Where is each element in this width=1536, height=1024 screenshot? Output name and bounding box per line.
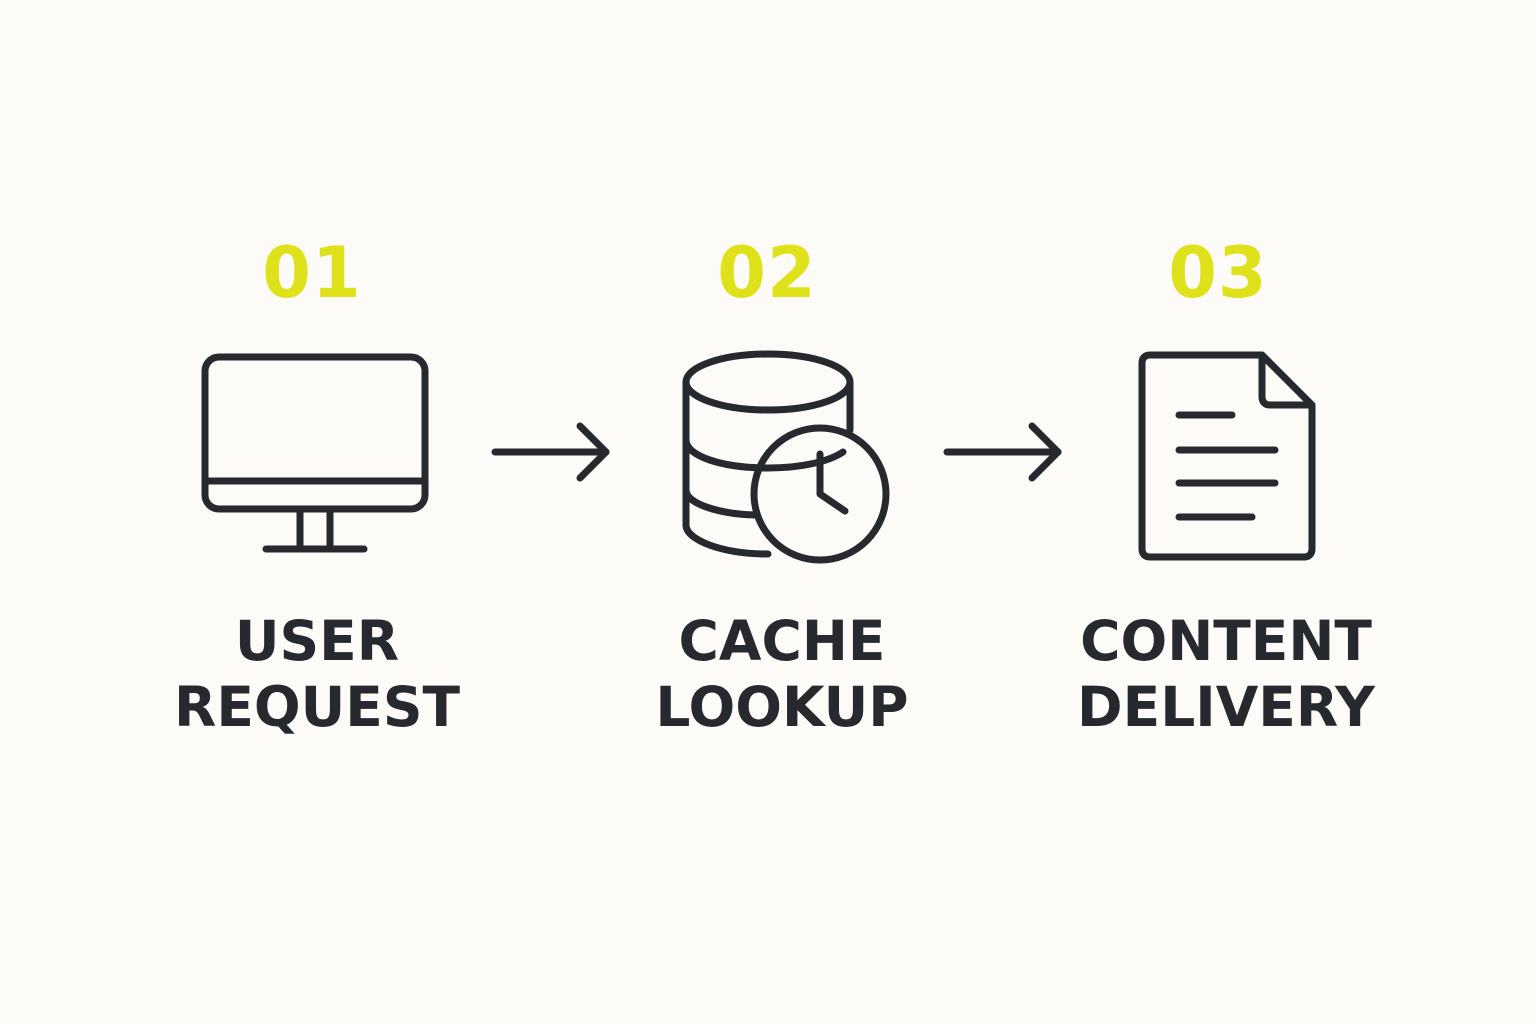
step-label-1-line2: REQUEST: [173, 675, 461, 739]
arrow-right-icon: [943, 422, 1062, 482]
step-label-2-line2: LOOKUP: [655, 675, 909, 739]
document-icon: [1138, 351, 1316, 561]
step-label-1: USER REQUEST: [137, 608, 497, 740]
step-number-1: 01: [262, 232, 362, 314]
arrow-right-icon: [491, 422, 610, 482]
step-label-2-line1: CACHE: [678, 609, 886, 673]
step-label-3-line1: CONTENT: [1080, 609, 1372, 673]
step-label-2: CACHE LOOKUP: [602, 608, 962, 740]
step-label-3-line2: DELIVERY: [1076, 675, 1376, 739]
step-label-1-line1: USER: [234, 609, 400, 673]
step-label-3: CONTENT DELIVERY: [1046, 608, 1406, 740]
step-number-3: 03: [1168, 232, 1268, 314]
database-clock-icon: [682, 350, 890, 564]
step-number-2: 02: [717, 232, 817, 314]
monitor-icon: [201, 353, 429, 553]
